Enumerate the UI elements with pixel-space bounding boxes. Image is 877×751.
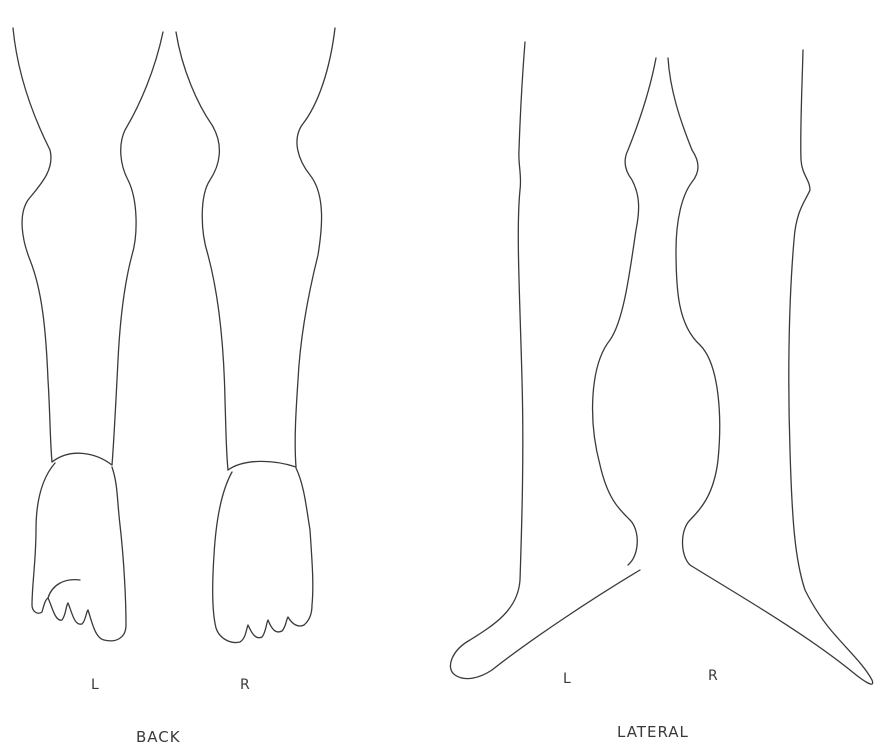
lateral-right-leg-back-contour bbox=[789, 50, 836, 636]
back-left-leg-outer-contour bbox=[13, 28, 52, 462]
lateral-left-leg-back-contour bbox=[450, 42, 640, 679]
lateral-caption: LATERAL bbox=[617, 723, 689, 741]
lateral-left-leg-front-contour bbox=[593, 58, 656, 565]
back-left-leg-inner-contour bbox=[112, 32, 163, 465]
lateral-right-leg bbox=[668, 50, 873, 684]
lateral-left-leg bbox=[450, 42, 656, 679]
back-left-label: L bbox=[91, 677, 100, 693]
back-right-label: R bbox=[240, 677, 251, 693]
back-caption: BACK bbox=[136, 728, 181, 746]
back-right-foot bbox=[213, 468, 313, 642]
back-left-foot bbox=[32, 463, 126, 641]
back-right-leg-outer-contour bbox=[295, 28, 335, 467]
lateral-right-label: R bbox=[708, 668, 719, 684]
back-view: L R BACK bbox=[13, 28, 335, 746]
back-left-foot-dorsum bbox=[48, 580, 80, 598]
lateral-view: L R LATERAL bbox=[450, 42, 872, 741]
back-right-heel-line bbox=[228, 461, 296, 470]
lateral-right-leg-front-contour bbox=[668, 58, 873, 684]
back-right-leg bbox=[176, 28, 335, 642]
back-left-heel-line bbox=[52, 453, 112, 465]
lateral-left-label: L bbox=[563, 671, 572, 687]
back-left-leg bbox=[13, 28, 163, 641]
back-right-leg-inner-contour bbox=[176, 32, 228, 470]
